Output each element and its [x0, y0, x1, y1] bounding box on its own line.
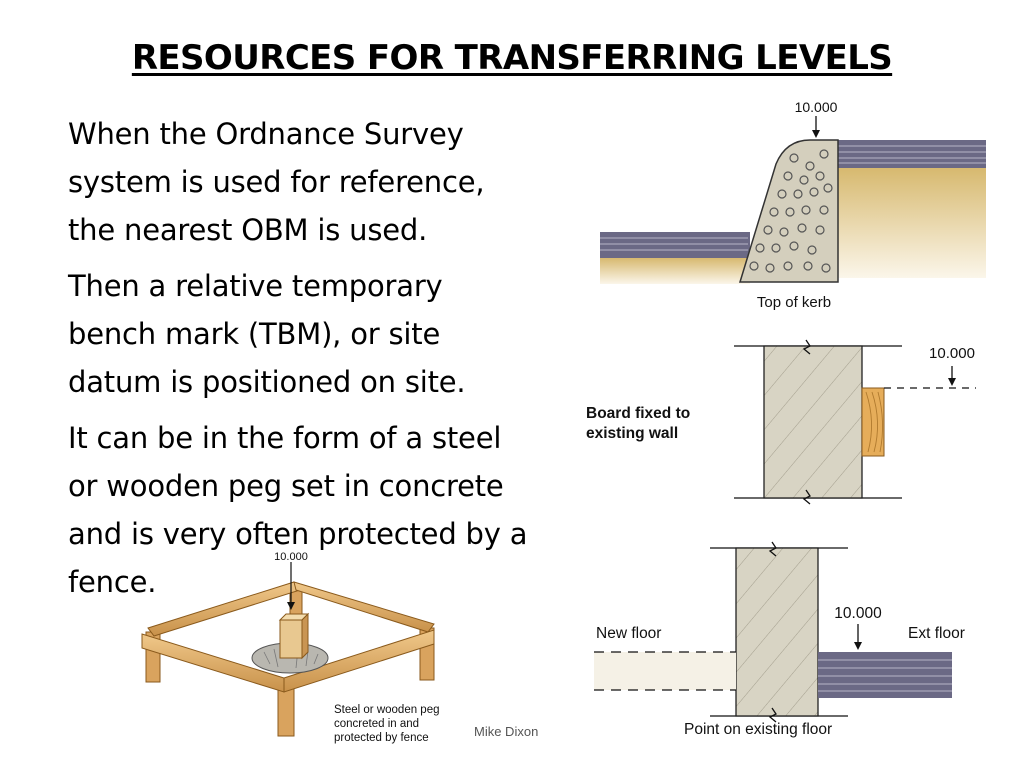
peg-caption-line3: protected by fence: [334, 732, 429, 744]
footpath-subsoil: [600, 258, 750, 284]
fence-rail: [283, 629, 435, 693]
floor-figure: 10.000 New floor Ext floor Point on exis…: [594, 541, 965, 738]
paragraph-line: system is used for reference,: [68, 165, 485, 199]
level-arrow-icon: [948, 378, 956, 386]
paragraph-obm: When the Ordnance Survey system is used …: [68, 110, 485, 254]
kerb-level-label: 10.000: [795, 99, 838, 115]
wall-caption-line1: Board fixed to: [586, 405, 690, 422]
paragraph-line: fence.: [68, 565, 157, 599]
paragraph-line: It can be in the form of a steel: [68, 421, 502, 455]
peg-caption-line1: Steel or wooden peg: [334, 704, 440, 716]
break-line-icon: [802, 339, 811, 355]
subsoil-layer: [838, 168, 986, 278]
fence-rail: [293, 581, 435, 633]
paragraph-line: the nearest OBM is used.: [68, 213, 428, 247]
existing-wall: [735, 547, 819, 717]
paragraph-line: or wooden peg set in concrete: [68, 469, 504, 503]
kerb-figure: 10.000 Top of kerb: [600, 99, 986, 311]
paragraph-tbm: Then a relative temporary bench mark (TB…: [68, 262, 466, 406]
level-arrow-icon: [812, 130, 820, 138]
wall-level-label: 10.000: [929, 345, 975, 362]
floor-level-label: 10.000: [834, 605, 882, 622]
existing-wall: [763, 345, 863, 499]
footpath-surface: [600, 232, 750, 258]
wooden-peg: [279, 619, 303, 659]
peg-level-label: 10.000: [274, 551, 308, 563]
paragraph-line: datum is positioned on site.: [68, 365, 466, 399]
kerb-stone: [738, 139, 839, 283]
road-surface: [838, 140, 986, 168]
paragraph-line: and is very often protected by a: [68, 517, 528, 551]
wall-figure: 10.000 Board fixed to existing wall: [586, 339, 976, 505]
peg-caption-line2: concreted in and: [334, 718, 419, 730]
level-arrow-icon: [287, 602, 295, 610]
aggregate-pattern: [749, 149, 833, 273]
floor-caption: Point on existing floor: [684, 721, 832, 738]
new-floor-label: New floor: [596, 625, 661, 642]
paragraph-line: When the Ordnance Survey: [68, 117, 464, 151]
paragraph-line: Then a relative temporary: [68, 269, 443, 303]
timber-board: [861, 387, 885, 457]
level-arrow-icon: [854, 642, 862, 650]
footer-author: Mike Dixon: [474, 724, 539, 739]
wall-caption-line2: existing wall: [586, 425, 678, 442]
paragraph-peg: It can be in the form of a steel or wood…: [68, 414, 528, 606]
kerb-caption: Top of kerb: [757, 294, 831, 311]
ext-floor-label: Ext floor: [908, 625, 965, 642]
fence-rail: [147, 581, 301, 637]
break-line-icon: [768, 541, 777, 557]
paragraph-line: bench mark (TBM), or site: [68, 317, 441, 351]
slide-title-text: RESOURCES FOR TRANSFERRING LEVELS: [131, 38, 893, 78]
slide-title: RESOURCES FOR TRANSFERRING LEVELS: [0, 38, 1024, 78]
new-floor-zone: [594, 652, 736, 690]
peg-fence-figure: 10.000 Steel or wooden peg concreted in …: [141, 551, 440, 744]
break-line-icon: [802, 489, 811, 505]
break-line-icon: [768, 707, 777, 723]
